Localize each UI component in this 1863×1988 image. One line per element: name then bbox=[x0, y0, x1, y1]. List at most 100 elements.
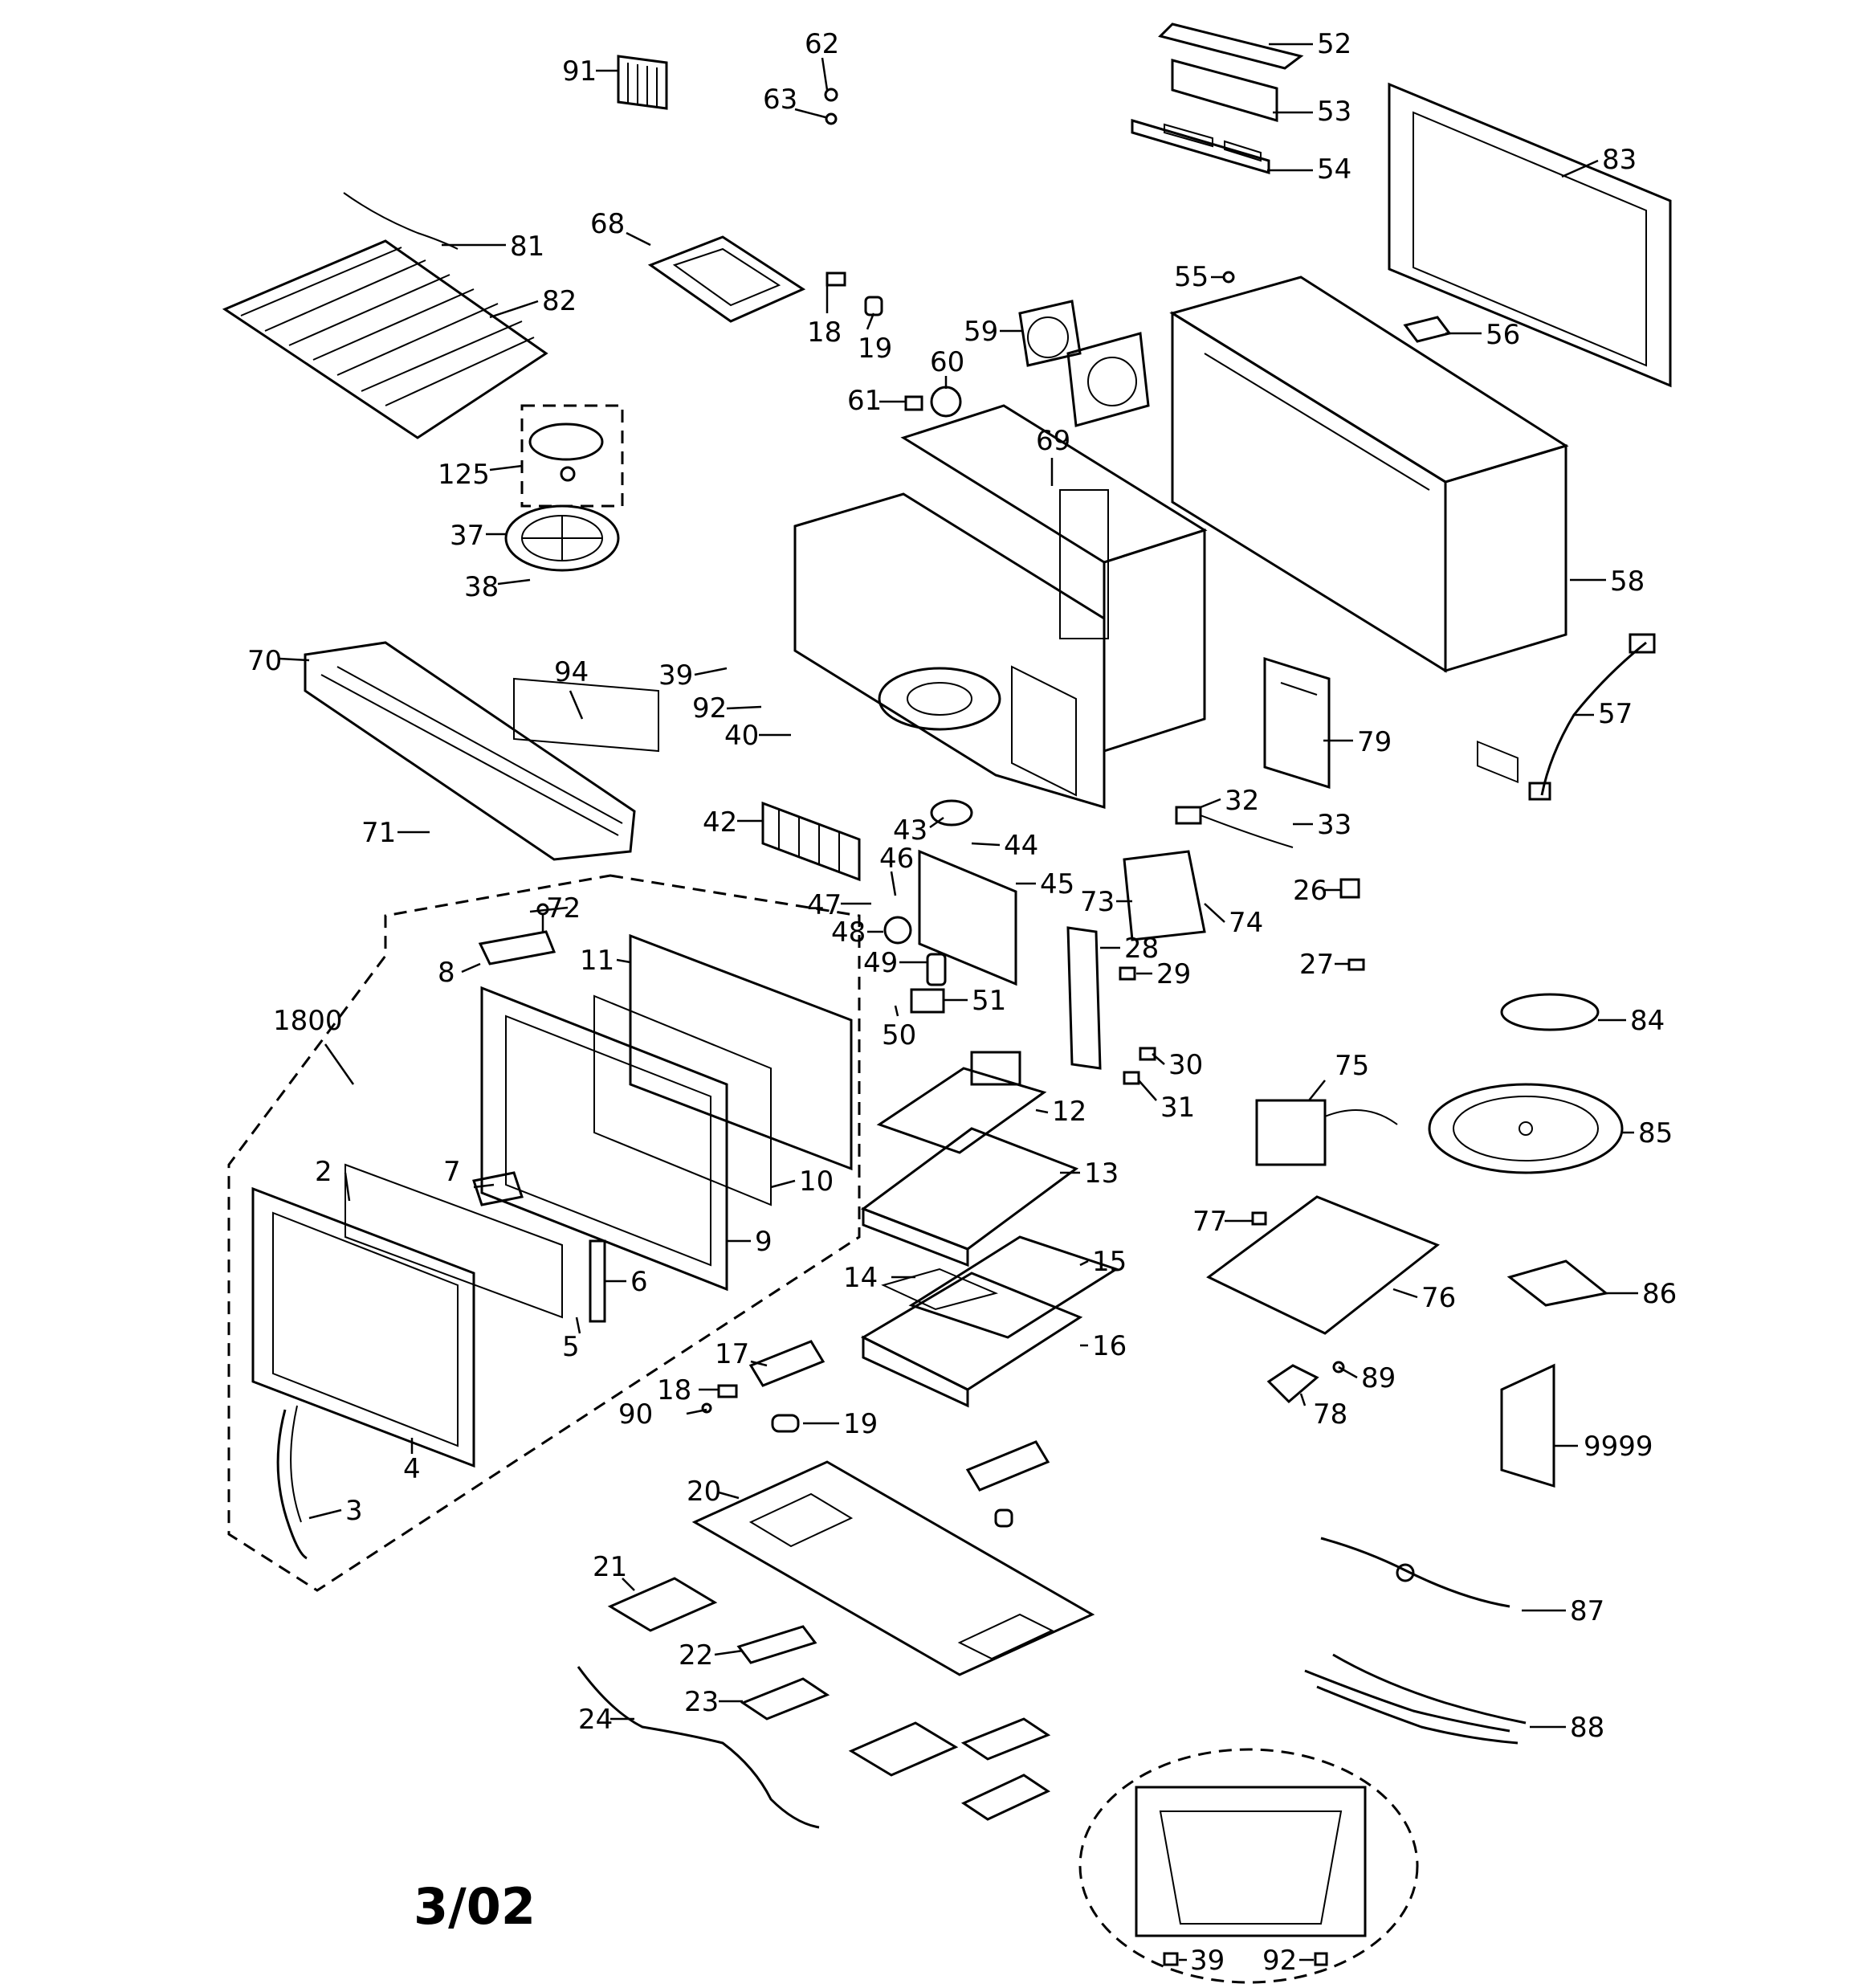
label-17: 17 bbox=[715, 1338, 749, 1370]
label-18a: 18 bbox=[807, 316, 842, 349]
label-46: 46 bbox=[879, 843, 914, 875]
label-9999: 9999 bbox=[1584, 1431, 1653, 1463]
label-23: 23 bbox=[684, 1686, 719, 1718]
label-45: 45 bbox=[1040, 868, 1074, 900]
leader-lines bbox=[279, 43, 1638, 1961]
label-53: 53 bbox=[1317, 96, 1351, 128]
label-74: 74 bbox=[1229, 907, 1263, 939]
label-90: 90 bbox=[618, 1398, 653, 1431]
label-51: 51 bbox=[972, 985, 1006, 1017]
label-54: 54 bbox=[1317, 153, 1351, 186]
label-52: 52 bbox=[1317, 28, 1351, 60]
label-60: 60 bbox=[930, 346, 964, 378]
label-83: 83 bbox=[1602, 144, 1637, 176]
vent-grille-91 bbox=[617, 55, 668, 110]
label-33: 33 bbox=[1317, 809, 1351, 841]
outer-case-58 bbox=[1169, 276, 1569, 673]
label-19a: 19 bbox=[858, 333, 892, 365]
label-40: 40 bbox=[724, 720, 759, 752]
label-21: 21 bbox=[593, 1551, 627, 1583]
label-16: 16 bbox=[1092, 1330, 1127, 1362]
label-3: 3 bbox=[345, 1495, 363, 1527]
label-9: 9 bbox=[755, 1226, 773, 1258]
label-78: 78 bbox=[1313, 1398, 1347, 1431]
label-57: 57 bbox=[1598, 698, 1633, 730]
label-39b: 39 bbox=[1190, 1945, 1225, 1977]
label-47: 47 bbox=[807, 889, 842, 921]
label-5: 5 bbox=[562, 1331, 580, 1363]
filter-stack bbox=[1131, 22, 1304, 175]
label-88: 88 bbox=[1570, 1712, 1604, 1744]
label-73: 73 bbox=[1080, 886, 1115, 918]
label-31: 31 bbox=[1160, 1092, 1195, 1124]
label-32: 32 bbox=[1225, 785, 1259, 817]
label-27: 27 bbox=[1299, 949, 1334, 981]
part-labels: 91 62 63 52 53 54 83 81 82 68 18 19 55 5… bbox=[247, 28, 1677, 1977]
label-89: 89 bbox=[1361, 1362, 1396, 1394]
label-10: 10 bbox=[799, 1165, 834, 1198]
label-49: 49 bbox=[863, 947, 898, 979]
label-125: 125 bbox=[438, 459, 490, 491]
part-drawings bbox=[222, 22, 1672, 1984]
label-39a: 39 bbox=[658, 659, 693, 692]
label-75: 75 bbox=[1335, 1050, 1369, 1082]
label-14: 14 bbox=[843, 1262, 878, 1294]
label-63: 63 bbox=[763, 84, 797, 116]
label-44: 44 bbox=[1004, 830, 1038, 862]
label-7: 7 bbox=[443, 1156, 461, 1188]
label-20: 20 bbox=[687, 1476, 721, 1508]
label-48: 48 bbox=[831, 916, 866, 949]
label-6: 6 bbox=[630, 1266, 648, 1298]
label-1800: 1800 bbox=[273, 1005, 343, 1037]
front-grille-70 bbox=[304, 641, 636, 861]
blower-59 bbox=[1018, 300, 1150, 427]
label-19b: 19 bbox=[843, 1408, 878, 1440]
label-28: 28 bbox=[1124, 933, 1159, 965]
door-frame bbox=[480, 986, 728, 1292]
label-86: 86 bbox=[1642, 1278, 1677, 1310]
oven-cavity bbox=[793, 404, 1208, 810]
label-55: 55 bbox=[1174, 261, 1209, 293]
label-71: 71 bbox=[361, 817, 396, 849]
label-76: 76 bbox=[1421, 1282, 1456, 1314]
label-91: 91 bbox=[562, 55, 597, 88]
label-92a: 92 bbox=[692, 692, 727, 725]
label-94: 94 bbox=[554, 656, 589, 688]
label-70: 70 bbox=[247, 645, 282, 677]
label-11: 11 bbox=[580, 945, 614, 977]
label-18b: 18 bbox=[657, 1374, 691, 1406]
label-13: 13 bbox=[1084, 1157, 1119, 1190]
oven-rack-82 bbox=[222, 239, 548, 439]
label-68: 68 bbox=[590, 208, 625, 240]
label-37: 37 bbox=[450, 520, 484, 552]
label-12: 12 bbox=[1052, 1096, 1086, 1128]
label-8: 8 bbox=[438, 957, 455, 989]
label-24: 24 bbox=[578, 1704, 613, 1736]
label-69: 69 bbox=[1036, 425, 1070, 457]
label-2: 2 bbox=[315, 1156, 332, 1188]
label-50: 50 bbox=[882, 1019, 916, 1051]
label-72: 72 bbox=[546, 892, 581, 925]
label-92b: 92 bbox=[1262, 1945, 1297, 1977]
label-87: 87 bbox=[1570, 1595, 1604, 1627]
label-77: 77 bbox=[1192, 1206, 1227, 1238]
back-panel-83 bbox=[1388, 82, 1672, 784]
label-42: 42 bbox=[703, 806, 737, 839]
label-84: 84 bbox=[1630, 1005, 1665, 1037]
label-62: 62 bbox=[805, 28, 839, 60]
label-82: 82 bbox=[542, 285, 577, 317]
label-29: 29 bbox=[1156, 958, 1191, 990]
label-4: 4 bbox=[403, 1453, 421, 1485]
label-79: 79 bbox=[1357, 726, 1392, 758]
label-30: 30 bbox=[1168, 1049, 1203, 1081]
label-58: 58 bbox=[1610, 565, 1645, 598]
diagram-date: 3/02 bbox=[414, 1877, 536, 1936]
label-56: 56 bbox=[1486, 319, 1520, 351]
label-61: 61 bbox=[847, 385, 882, 417]
label-15: 15 bbox=[1092, 1246, 1127, 1278]
label-26: 26 bbox=[1293, 875, 1327, 907]
label-38: 38 bbox=[464, 571, 499, 603]
label-81: 81 bbox=[510, 231, 544, 263]
label-22: 22 bbox=[679, 1639, 713, 1672]
